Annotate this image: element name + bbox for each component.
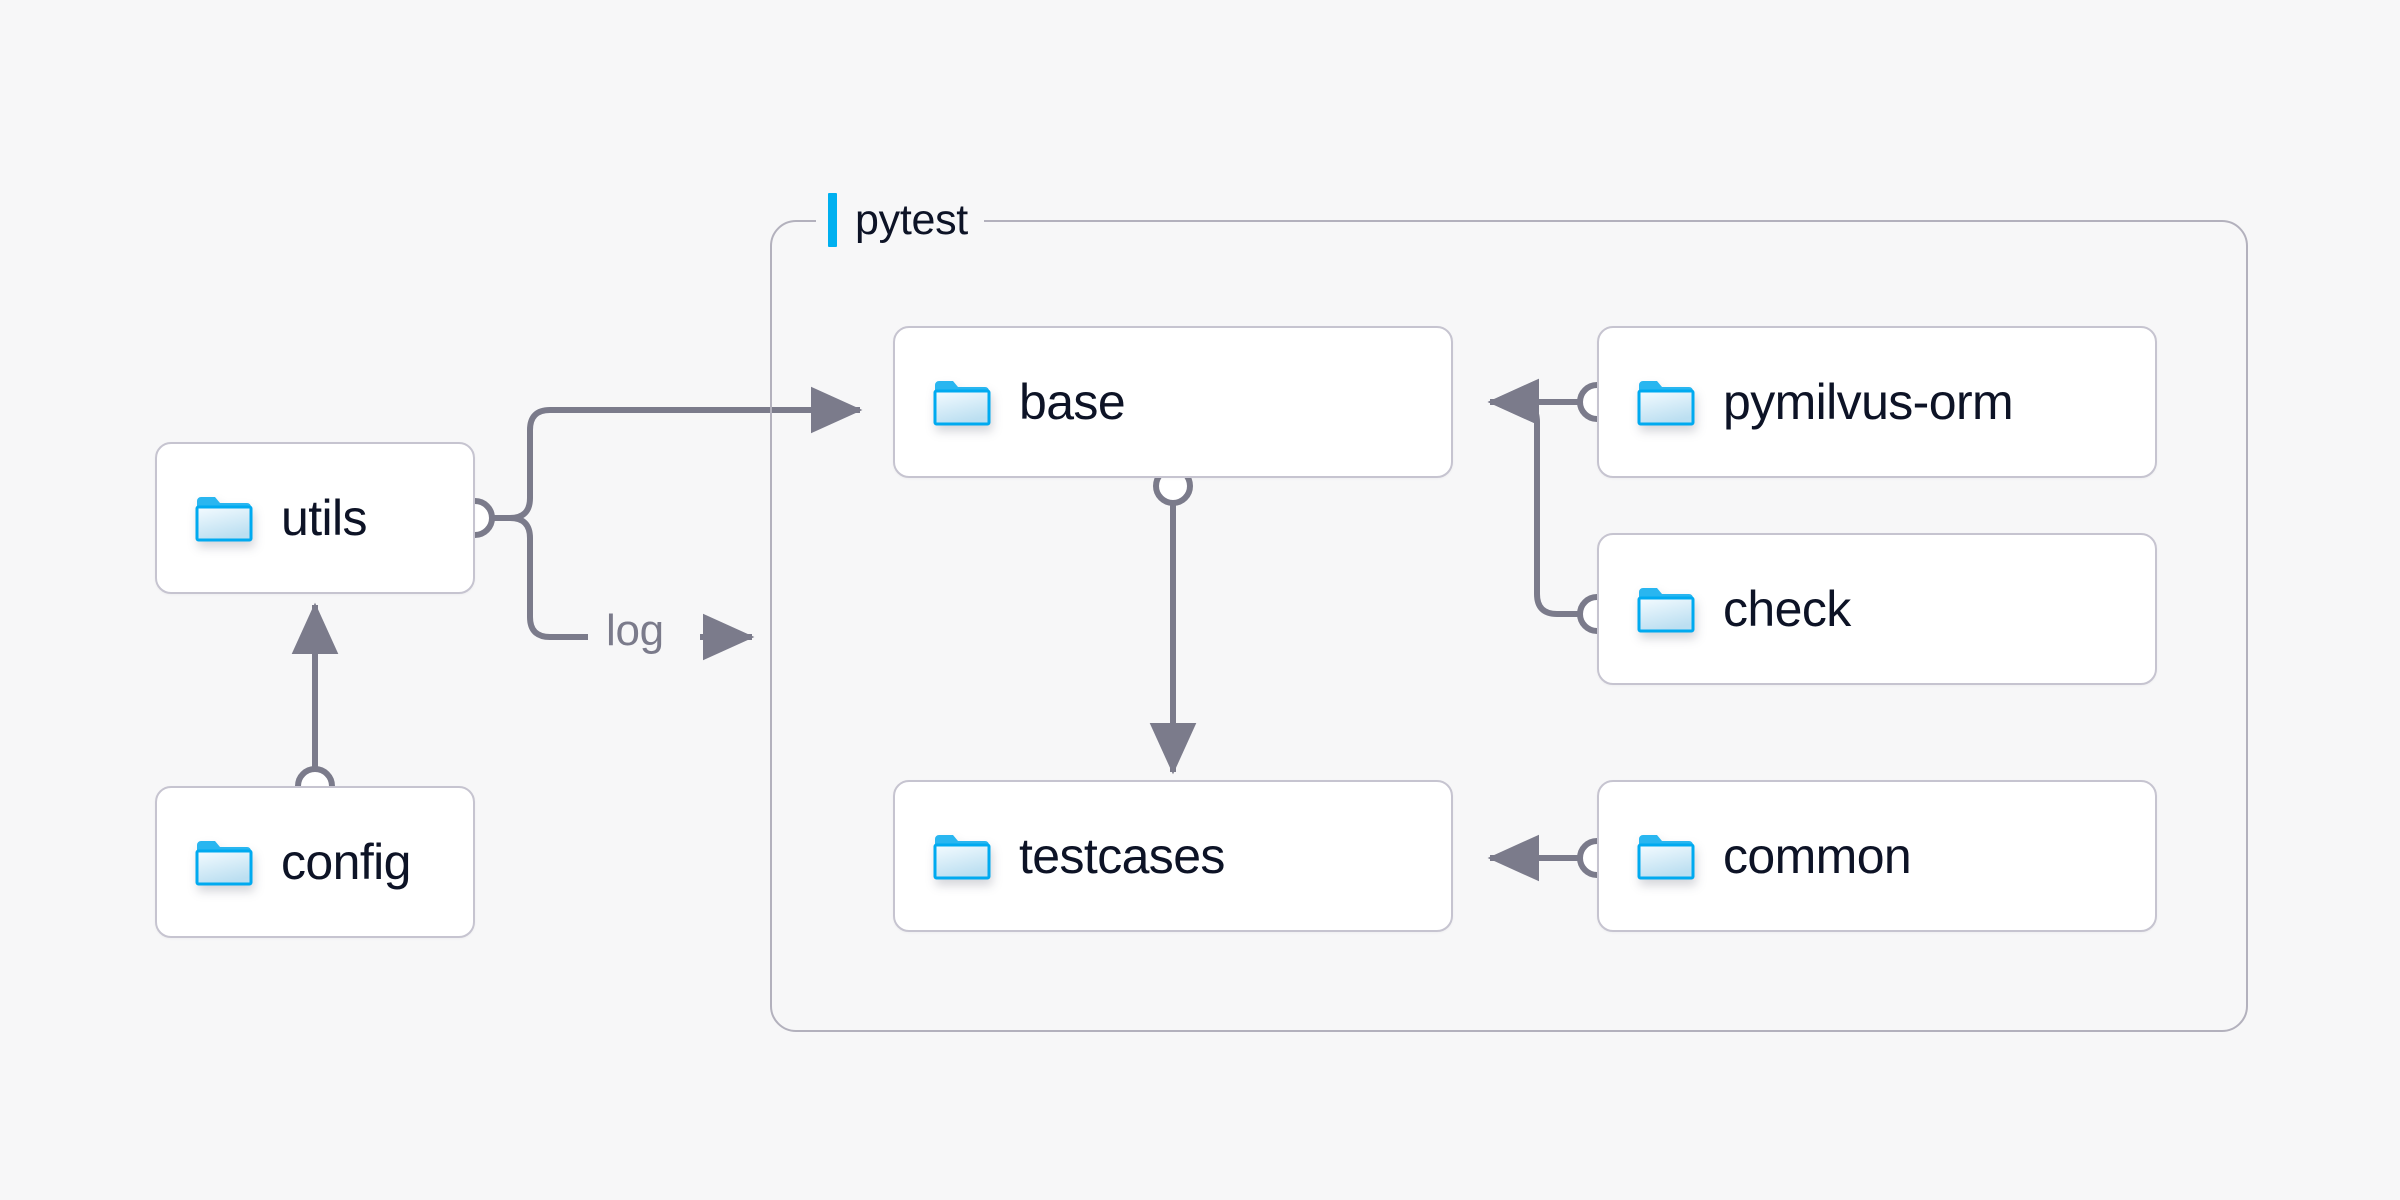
node-config-label: config [281,834,411,890]
node-testcases[interactable]: testcases [893,780,1453,932]
folder-icon [1637,378,1695,426]
node-utils-label: utils [281,490,368,546]
group-pytest[interactable] [770,220,2248,1032]
node-common[interactable]: common [1597,780,2157,932]
node-base[interactable]: base [893,326,1453,478]
node-check[interactable]: check [1597,533,2157,685]
folder-icon [1637,585,1695,633]
edge-label-log: log [606,606,664,655]
node-common-label: common [1723,828,1912,884]
node-pymilvus-orm[interactable]: pymilvus-orm [1597,326,2157,478]
folder-icon [195,494,253,542]
folder-icon [195,838,253,886]
group-pytest-label-wrap: pytest [816,193,984,247]
node-testcases-label: testcases [1019,828,1225,884]
node-config[interactable]: config [155,786,475,938]
group-pytest-label: pytest [855,195,968,244]
folder-icon [933,378,991,426]
node-utils[interactable]: utils [155,442,475,594]
accent-tick-icon [828,193,837,247]
node-pymilvus-orm-label: pymilvus-orm [1723,374,2014,430]
folder-icon [933,832,991,880]
node-check-label: check [1723,581,1851,637]
folder-icon [1637,832,1695,880]
node-base-label: base [1019,374,1126,430]
